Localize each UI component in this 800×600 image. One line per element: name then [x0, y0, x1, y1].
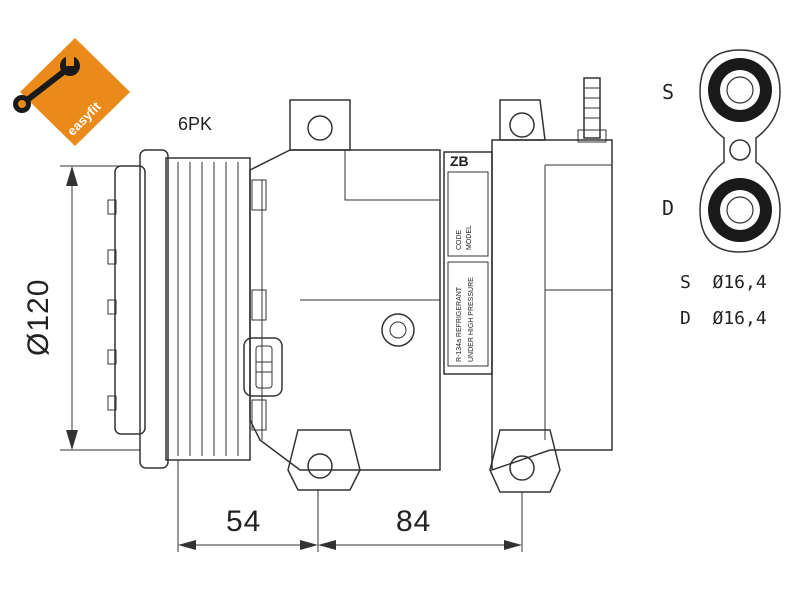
discharge-spec: D Ø16,4: [680, 308, 767, 329]
suction-spec: S Ø16,4: [680, 272, 767, 293]
mount-ear-top-left: [289, 99, 351, 151]
easyfit-logo: [13, 38, 130, 146]
bolt-top: [251, 179, 267, 211]
wrench-icon: [13, 56, 80, 113]
flange-bolt-hole: [729, 139, 751, 161]
mount-ear-bottom-left: [287, 429, 361, 491]
mount-ear-bottom-right: [489, 429, 561, 493]
housing-code-line: CODE: [456, 229, 463, 250]
pulley-body: [165, 157, 251, 461]
logo-diamond: [20, 38, 130, 146]
suction-letter: S: [662, 80, 675, 104]
bolt-middle: [251, 289, 267, 321]
discharge-letter: D: [662, 196, 675, 220]
rear-housing: [489, 77, 613, 493]
mount-ear-top-right: [499, 99, 546, 141]
port-flange: [699, 49, 781, 253]
bolt-bottom: [251, 399, 267, 431]
diameter-dimension: [60, 165, 140, 451]
pulley-grooves: [177, 162, 239, 456]
housing-tag: ZB: [450, 153, 469, 169]
housing-warning-line-1: R-134a REFRIGERANT: [456, 286, 463, 362]
pulley: [107, 149, 251, 469]
housing-model-line: MODEL: [466, 225, 473, 250]
belt-type-label: 6PK: [178, 114, 213, 134]
central-boss: [381, 313, 415, 347]
dimension-right-label: 84: [396, 505, 432, 538]
diameter-label: Ø120: [22, 278, 55, 356]
electrical-connector: [243, 337, 283, 397]
housing-warning-line-2: UNDER HIGH PRESSURE: [468, 277, 475, 362]
pulley-flange: [139, 149, 169, 469]
dimension-left-label: 54: [226, 505, 262, 538]
length-dimensions: [177, 460, 523, 552]
